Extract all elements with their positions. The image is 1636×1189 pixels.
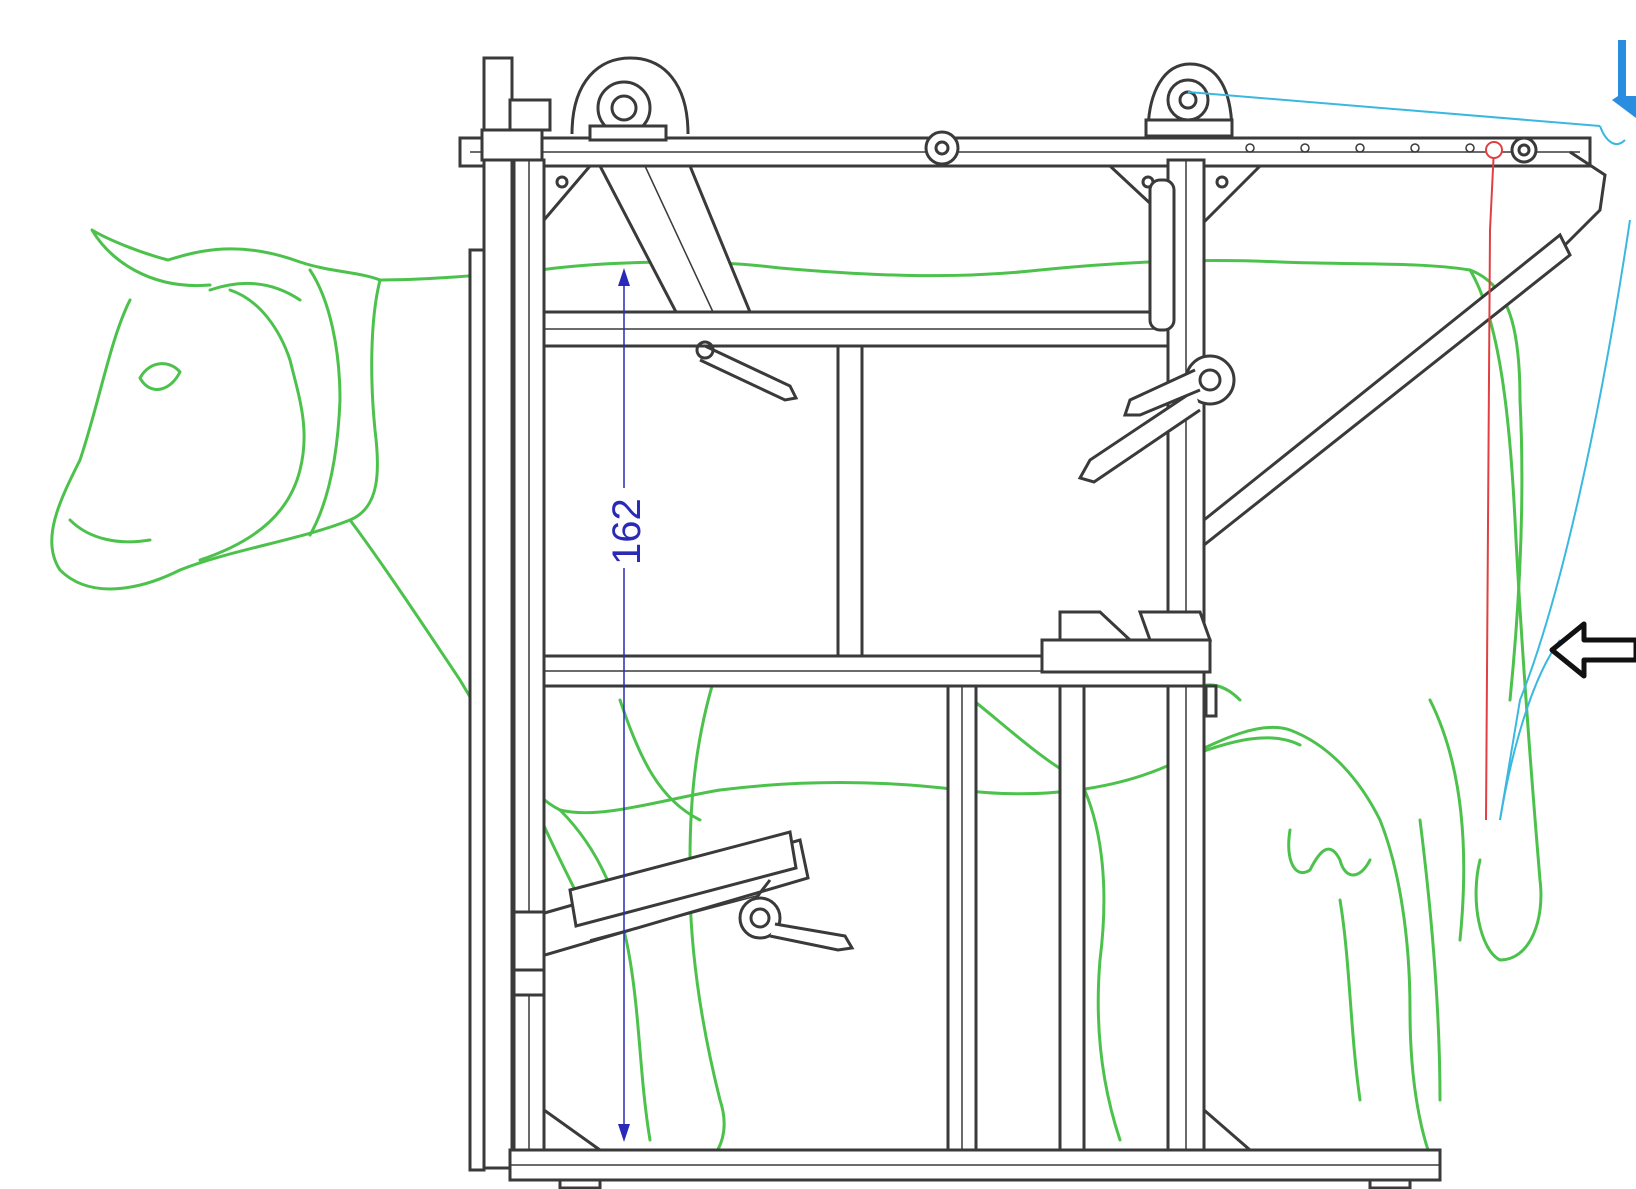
blue-rope-side	[1499, 219, 1631, 821]
gate-bar	[468, 248, 486, 1172]
lower-vertical-bar-b	[1058, 684, 1086, 1158]
blue-rope-top	[1187, 91, 1601, 127]
head-yoke	[597, 164, 753, 314]
crank-lever	[1077, 178, 1236, 484]
belly-support	[1040, 610, 1218, 718]
height-dimension: 162	[604, 268, 649, 1142]
pivot-icon	[924, 130, 960, 166]
left-arrow-icon	[1549, 621, 1636, 679]
dimension-label: 162	[605, 498, 649, 565]
cow-outline-icon	[50, 228, 1543, 1182]
upper-lever	[699, 344, 799, 402]
blue-down-arrow-icon	[1612, 40, 1636, 118]
beam-holes	[1245, 143, 1475, 153]
diagonal-brace	[1202, 232, 1572, 549]
mid-vertical-bar	[836, 344, 864, 658]
crush-frame	[458, 56, 1607, 1189]
left-post	[482, 56, 514, 1170]
red-rope	[1485, 147, 1495, 821]
pulley-icon-left	[570, 56, 690, 142]
ropes	[1187, 91, 1631, 821]
leg-rest	[512, 830, 855, 997]
pulley-icon-right	[1144, 62, 1234, 138]
